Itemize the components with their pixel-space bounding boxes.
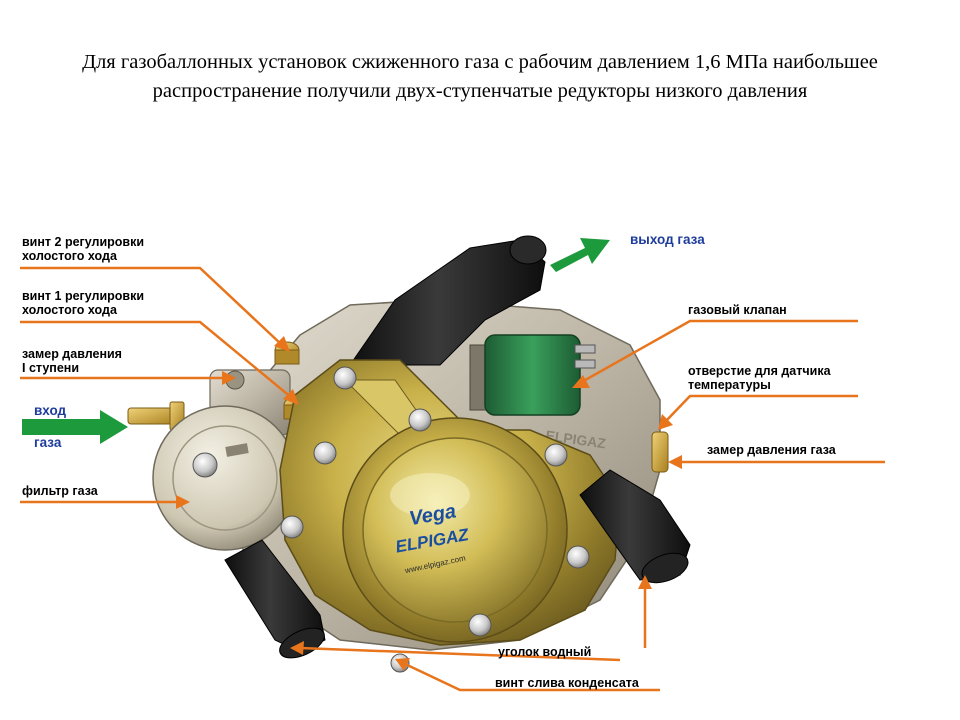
label-drain-screw: винт слива конденсата: [495, 676, 639, 690]
label-gas-inlet-line-1: вход: [34, 403, 67, 418]
label-gas-filter: фильтр газа: [22, 484, 98, 498]
arrow-temp-sensor: [664, 394, 858, 423]
outlet-hose: [349, 239, 546, 366]
label-stage1-pressure-line-2: I ступени: [22, 361, 80, 375]
outlet-hose-end: [509, 235, 547, 265]
bolt: [544, 443, 568, 467]
label-temp-sensor-line-1: отверстие для датчика: [688, 364, 831, 378]
reducer-device: ELPIGAZ: [127, 235, 691, 673]
label-gas-valve: газовый клапан: [688, 303, 787, 317]
gas-outlet-arrow: [550, 238, 610, 272]
arrowhead: [283, 389, 299, 405]
label-gas-outlet: выход газа: [630, 232, 705, 247]
label-idle-screw-2: винт 2 регулировки холостого хода: [22, 235, 144, 263]
arrowhead: [222, 371, 236, 385]
label-idle-screw-1-line-1: винт 1 регулировки: [22, 289, 145, 303]
diaphragm-center: [362, 437, 548, 623]
cover-highlight: [390, 473, 470, 517]
label-temp-sensor: отверстие для датчика температуры: [688, 364, 831, 392]
water-elbow-right: [579, 469, 691, 581]
gas-valve: [469, 334, 596, 416]
callout-arrows: [20, 266, 885, 692]
bolt: [468, 613, 492, 637]
page-title: Для газобаллонных установок сжиженного г…: [0, 48, 960, 106]
arrow-gas-valve: [579, 319, 858, 385]
label-gas-inlet-line-2: газа: [34, 435, 62, 450]
arrowhead: [658, 414, 673, 430]
label-stage1-pressure: замер давления I ступени: [22, 347, 122, 375]
bolt: [333, 366, 357, 390]
arrowhead: [274, 336, 290, 352]
arrowhead: [395, 658, 410, 671]
arrow-idle-screw-2: [20, 266, 283, 346]
callout-arrowheads: [176, 336, 682, 671]
gas-filter: [152, 405, 298, 551]
water-elbow-left: [224, 539, 326, 653]
label-stage1-pressure-line-1: замер давления: [22, 347, 122, 361]
gas-pressure-port: [651, 431, 669, 473]
label-water-elbow: уголок водный: [498, 645, 592, 659]
arrow-drain-screw: [402, 661, 660, 692]
label-idle-screw-2-line-1: винт 2 регулировки: [22, 235, 145, 249]
gas-inlet-arrow: [22, 410, 128, 444]
cover-bolts: [280, 366, 590, 673]
bolt: [566, 545, 590, 569]
title-line-2: распространение получили двух-ступенчаты…: [152, 80, 808, 102]
arrowhead: [176, 495, 190, 509]
arrow-idle-screw-1: [20, 320, 293, 399]
flow-arrows: [22, 238, 610, 444]
arrowhead: [638, 575, 652, 589]
arrowhead: [290, 641, 304, 655]
label-idle-screw-1: винт 1 регулировки холостого хода: [22, 289, 144, 317]
arrowhead: [572, 375, 590, 388]
bolt: [408, 408, 432, 432]
bolt: [313, 441, 337, 465]
label-idle-screw-2-line-2: холостого хода: [22, 249, 117, 263]
bolt: [280, 515, 304, 539]
label-temp-sensor-line-2: температуры: [688, 378, 771, 392]
label-idle-screw-1-line-2: холостого хода: [22, 303, 117, 317]
title-line-1: Для газобаллонных установок сжиженного г…: [82, 51, 878, 73]
arrowhead: [668, 455, 682, 469]
arrow-water-elbow-left: [299, 646, 621, 662]
label-gas-pressure: замер давления газа: [707, 443, 836, 457]
